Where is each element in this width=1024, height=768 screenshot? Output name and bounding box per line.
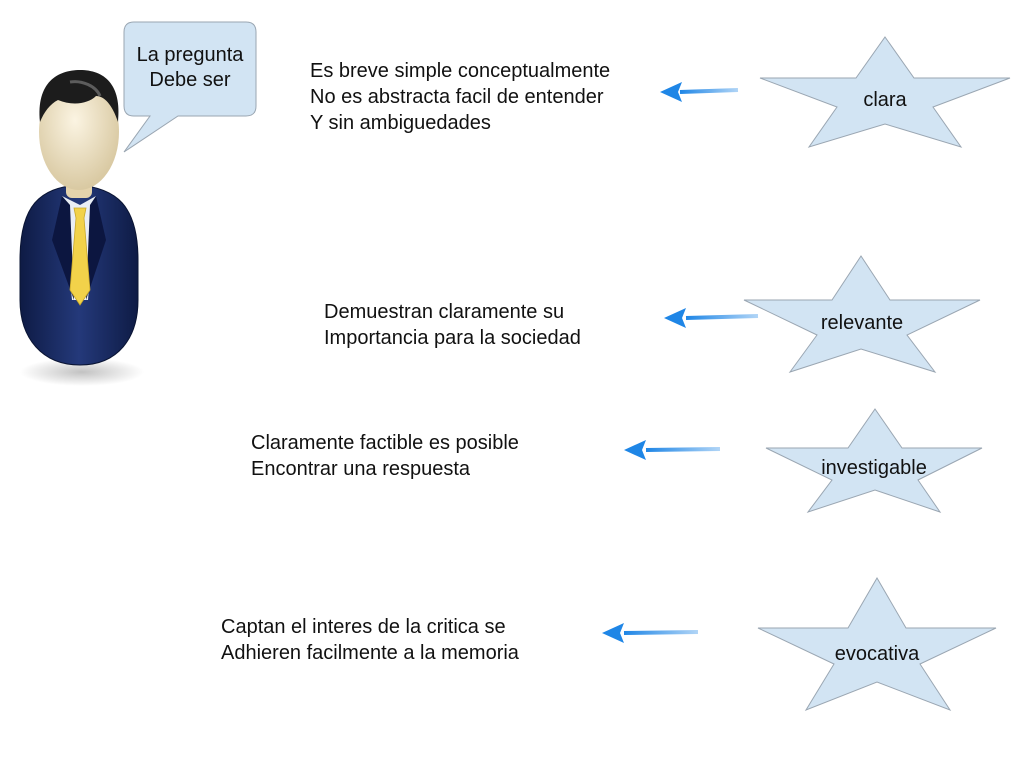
description-line: Adhieren facilmente a la memoria (221, 642, 519, 664)
person-tie (69, 207, 91, 306)
star-label-investigable: investigable (821, 457, 927, 479)
person-hair (39, 70, 119, 122)
description-line: Importancia para la sociedad (324, 327, 581, 349)
person-head (39, 74, 119, 190)
star-evocativa (757, 577, 997, 712)
star-relevante (743, 255, 981, 373)
description-clara: Es breve simple conceptualmente No es ab… (310, 58, 610, 136)
description-line: Y sin ambiguedades (310, 112, 491, 134)
description-line: No es abstracta facil de entender (310, 86, 604, 108)
speech-bubble-line-1: La pregunta (136, 44, 244, 66)
star-label-clara: clara (863, 89, 907, 111)
person-shadow (20, 358, 144, 386)
arrow-evocativa (602, 623, 699, 643)
arrow-investigable (624, 440, 721, 460)
description-investigable: Claramente factible es posible Encontrar… (251, 430, 519, 482)
arrow-relevante (664, 308, 759, 328)
arrow-clara (660, 82, 739, 102)
description-line: Demuestran claramente su (324, 301, 565, 323)
speech-bubble-text: La pregunta Debe ser (120, 43, 260, 93)
star-label-evocativa: evocativa (834, 643, 920, 665)
description-line: Captan el interes de la critica se (221, 616, 506, 638)
description-relevante: Demuestran claramente su Importancia par… (324, 299, 581, 351)
description-line: Encontrar una respuesta (251, 458, 471, 480)
speech-bubble (123, 21, 257, 153)
speech-bubble-line-2: Debe ser (149, 69, 231, 91)
description-evocativa: Captan el interes de la critica se Adhie… (221, 614, 519, 666)
description-line: Claramente factible es posible (251, 432, 519, 454)
star-label-relevante: relevante (820, 312, 904, 334)
star-investigable (765, 408, 983, 513)
description-line: Es breve simple conceptualmente (310, 60, 611, 82)
star-clara (759, 36, 1011, 148)
